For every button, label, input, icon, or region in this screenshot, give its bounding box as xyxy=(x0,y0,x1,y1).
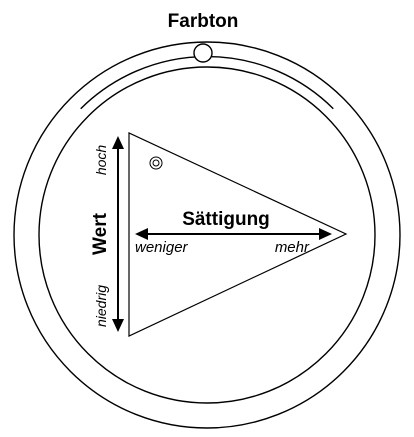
saturation-label: Sättigung xyxy=(182,209,270,230)
color-point-marker-inner xyxy=(152,159,160,167)
value-arrow-down xyxy=(112,319,124,332)
hue-label: Farbton xyxy=(168,11,239,32)
saturation-more-label: mehr xyxy=(275,239,310,256)
saturation-less-label: weniger xyxy=(135,239,189,256)
value-label: Wert xyxy=(90,212,111,255)
value-low-label: niedrig xyxy=(93,285,109,327)
hue-arc xyxy=(80,55,334,110)
color-point-marker-outer xyxy=(149,156,163,170)
outer-hue-ring xyxy=(13,41,401,429)
value-high-label: hoch xyxy=(93,145,109,176)
inner-circle xyxy=(38,66,376,404)
value-arrow-up xyxy=(112,136,124,149)
hue-marker xyxy=(193,43,213,63)
saturation-arrow-left xyxy=(135,228,148,240)
saturation-arrow-right xyxy=(319,228,332,240)
